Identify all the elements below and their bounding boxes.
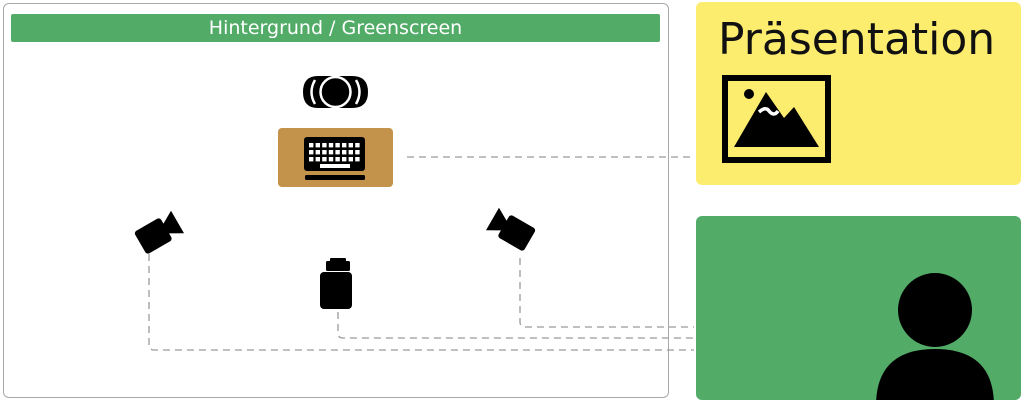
keyboard-key — [315, 157, 320, 162]
keyboard-key — [309, 157, 314, 162]
studio-frame — [3, 3, 669, 398]
video-camera-icon-left — [134, 210, 185, 254]
camera-center-to-speaker-line — [337, 312, 694, 339]
speaker-panel — [696, 216, 1021, 400]
keyboard-key — [328, 157, 334, 162]
keyboard-key — [335, 150, 340, 155]
keyboard-key — [348, 150, 353, 155]
camera-left-to-speaker-line — [148, 254, 694, 351]
keyboard-key — [309, 150, 314, 155]
keyboard-key — [342, 143, 347, 148]
greenscreen-banner: Hintergrund / Greenscreen — [11, 14, 660, 42]
keyboard-key — [315, 150, 320, 155]
keyboard-key — [315, 143, 320, 148]
keyboard-key — [342, 150, 347, 155]
keyboard-key — [348, 143, 353, 148]
keyboard-key — [348, 157, 353, 162]
keyboard-key — [322, 157, 327, 162]
keyboard-key — [322, 150, 327, 155]
keyboard-key — [342, 157, 347, 162]
keyboard-key — [335, 143, 340, 148]
presentation-panel: Präsentation — [696, 2, 1021, 185]
person-icon — [876, 273, 994, 400]
presentation-title: Präsentation — [718, 14, 996, 65]
keyboard-key — [328, 150, 334, 155]
connection-lines — [148, 156, 694, 351]
person-topview-icon — [303, 75, 368, 109]
keyboard-key — [355, 150, 360, 155]
keyboard-key — [322, 143, 327, 148]
camera-right-to-speaker-line — [519, 258, 694, 328]
keyboard-key — [335, 157, 340, 162]
keyboard-key — [355, 157, 360, 162]
keyboard-key — [355, 143, 360, 148]
video-camera-icon-right — [485, 207, 536, 251]
keyboard-icon — [304, 137, 365, 180]
keyboard-key — [309, 143, 314, 148]
camera-icon — [320, 258, 352, 309]
keyboard-key — [328, 143, 334, 148]
image-icon — [722, 75, 831, 163]
keyboard-spacebar — [320, 164, 350, 168]
